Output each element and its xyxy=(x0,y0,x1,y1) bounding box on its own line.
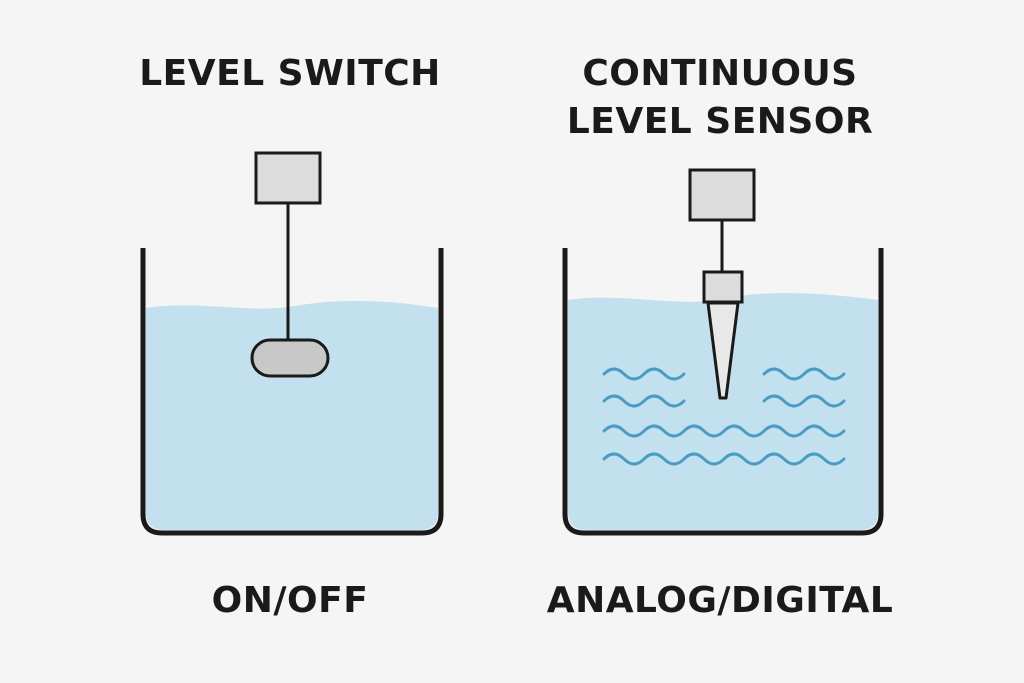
continuous-sensor-water xyxy=(568,293,878,530)
level-switch-tank-wall xyxy=(140,248,444,536)
level-switch-water xyxy=(146,300,438,530)
continuous-sensor-title: CONTINUOUS LEVEL SENSOR xyxy=(510,50,930,146)
continuous-sensor-collar xyxy=(702,270,744,304)
level-switch-title: LEVEL SWITCH xyxy=(139,53,441,94)
continuous-sensor-housing xyxy=(688,168,756,222)
continuous-sensor-title-line2: LEVEL SENSOR xyxy=(566,101,874,142)
continuous-sensor-tank-group xyxy=(562,168,884,536)
signal-waves xyxy=(602,367,846,466)
level-switch-tank-group xyxy=(140,151,444,536)
continuous-sensor-tank-wall xyxy=(562,248,884,536)
level-switch-float xyxy=(250,338,330,378)
level-switch-output-label: ON/OFF xyxy=(211,580,369,621)
signal-wave-right-1 xyxy=(762,367,846,381)
signal-wave-left-2 xyxy=(602,394,686,408)
continuous-sensor-output-label: ANALOG/DIGITAL xyxy=(546,580,894,621)
signal-wave-right-2 xyxy=(762,394,846,408)
continuous-sensor-probe xyxy=(706,301,740,400)
signal-wave-full-4 xyxy=(602,452,846,466)
signal-wave-left-1 xyxy=(602,367,686,381)
continuous-sensor-title-line1: CONTINUOUS xyxy=(582,53,858,94)
signal-wave-full-3 xyxy=(602,424,846,438)
level-switch-housing xyxy=(254,151,322,205)
